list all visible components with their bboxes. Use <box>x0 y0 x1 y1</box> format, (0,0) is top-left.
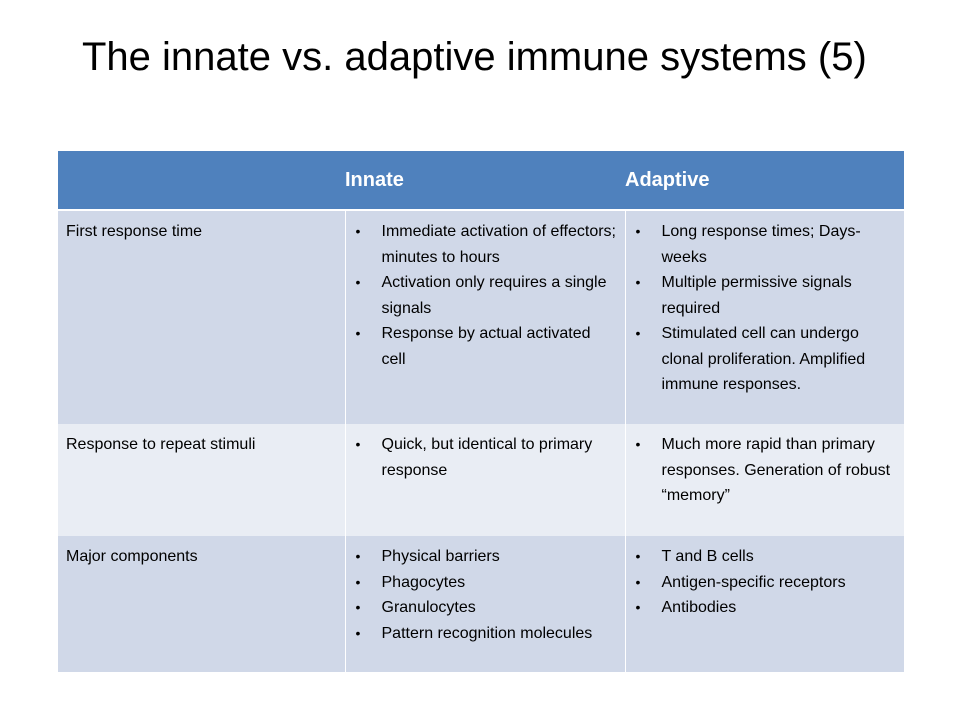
bullet-list: • Physical barriers • Phagocytes • Granulocyt… <box>354 544 619 646</box>
bullet-text: Stimulated cell can undergo clonal proli… <box>661 325 866 393</box>
bullet-list: • Much more rapid than primary responses.… <box>634 432 899 509</box>
bullet-icon: • <box>635 573 641 590</box>
bullet-text: Activation only requires a single signal… <box>381 274 607 317</box>
bullet-text: T and B cells <box>661 548 754 565</box>
bullet-text: Phagocytes <box>381 573 466 591</box>
bullet-text: Multiple permissive signals required <box>661 274 852 317</box>
list-item: • Antigen-specific receptors <box>634 570 899 596</box>
bullet-text: Antibodies <box>661 599 737 616</box>
header-cell-innate: Innate <box>345 151 625 210</box>
bullet-icon: • <box>635 548 641 564</box>
bullet-text: Granulocytes <box>381 599 476 616</box>
innate-cell: • Quick, but identical to primary respons… <box>344 424 625 536</box>
bullet-icon: • <box>355 274 361 290</box>
bullet-text: Response by actual activated cell <box>381 325 591 368</box>
bullet-text: Antigen-specific receptors <box>661 573 846 591</box>
list-item: • Quick, but identical to primary respons… <box>354 432 619 483</box>
adaptive-cell: • Long response times; Days-weeks • Multipl… <box>624 210 904 424</box>
bullet-icon: • <box>635 436 641 452</box>
bullet-text: Immediate activation of effectors; minut… <box>381 223 616 266</box>
table-row: First response time • Immediate activatio… <box>58 210 904 424</box>
innate-cell: • Immediate activation of effectors; minu… <box>344 210 625 424</box>
header-cell-empty <box>58 151 345 210</box>
bullet-list: • Immediate activation of effectors; minu… <box>354 219 619 372</box>
bullet-icon: • <box>355 548 361 564</box>
adaptive-cell: • Much more rapid than primary responses.… <box>624 424 904 536</box>
bullet-list: • Long response times; Days-weeks • Multipl… <box>634 219 899 398</box>
row-label: Major components <box>58 536 345 672</box>
list-item: • Much more rapid than primary responses.… <box>634 432 899 509</box>
table-row: Major components • Physical barriers • Phag… <box>58 536 904 672</box>
list-item: • Physical barriers <box>354 544 619 570</box>
list-item: • Pattern recognition molecules <box>354 621 619 647</box>
bullet-icon: • <box>355 624 361 641</box>
comparison-table: Innate Adaptive First response time • Imm… <box>58 151 904 672</box>
bullet-text: Quick, but identical to primary response <box>381 436 593 479</box>
bullet-icon: • <box>635 223 641 239</box>
row-label: First response time <box>58 210 345 424</box>
bullet-icon: • <box>355 223 361 239</box>
list-item: • Activation only requires a single signa… <box>354 270 619 321</box>
bullet-icon: • <box>355 599 361 615</box>
list-item: • Response by actual activated cell <box>354 321 619 372</box>
list-item: • Phagocytes <box>354 570 619 596</box>
bullet-list: • Quick, but identical to primary respons… <box>354 432 619 483</box>
list-item: • Stimulated cell can undergo clonal prol… <box>634 321 899 398</box>
header-cell-adaptive: Adaptive <box>625 151 904 210</box>
bullet-text: Physical barriers <box>381 548 500 565</box>
list-item: • Multiple permissive signals required <box>634 270 899 321</box>
list-item: • Immediate activation of effectors; minu… <box>354 219 619 270</box>
table-row: Response to repeat stimuli • Quick, but i… <box>58 424 904 536</box>
innate-cell: • Physical barriers • Phagocytes • Granulocyt… <box>344 536 625 672</box>
list-item: • Granulocytes <box>354 595 619 621</box>
row-label: Response to repeat stimuli <box>58 424 345 536</box>
list-item: • Antibodies <box>634 595 899 621</box>
bullet-icon: • <box>355 436 361 452</box>
bullet-text: Long response times; Days-weeks <box>661 223 861 266</box>
adaptive-cell: • T and B cells • Antigen-specific receptor… <box>624 536 904 672</box>
list-item: • Long response times; Days-weeks <box>634 219 899 270</box>
bullet-list: • T and B cells • Antigen-specific receptor… <box>634 544 899 621</box>
list-item: • T and B cells <box>634 544 899 570</box>
table-header-row: Innate Adaptive <box>58 151 904 210</box>
bullet-text: Pattern recognition molecules <box>381 624 593 642</box>
bullet-icon: • <box>355 325 361 341</box>
bullet-icon: • <box>355 573 361 590</box>
bullet-icon: • <box>635 325 641 341</box>
bullet-icon: • <box>635 274 641 290</box>
bullet-icon: • <box>635 599 641 615</box>
bullet-text: Much more rapid than primary responses. … <box>661 436 891 504</box>
slide-title: The innate vs. adaptive immune systems (… <box>82 35 867 79</box>
